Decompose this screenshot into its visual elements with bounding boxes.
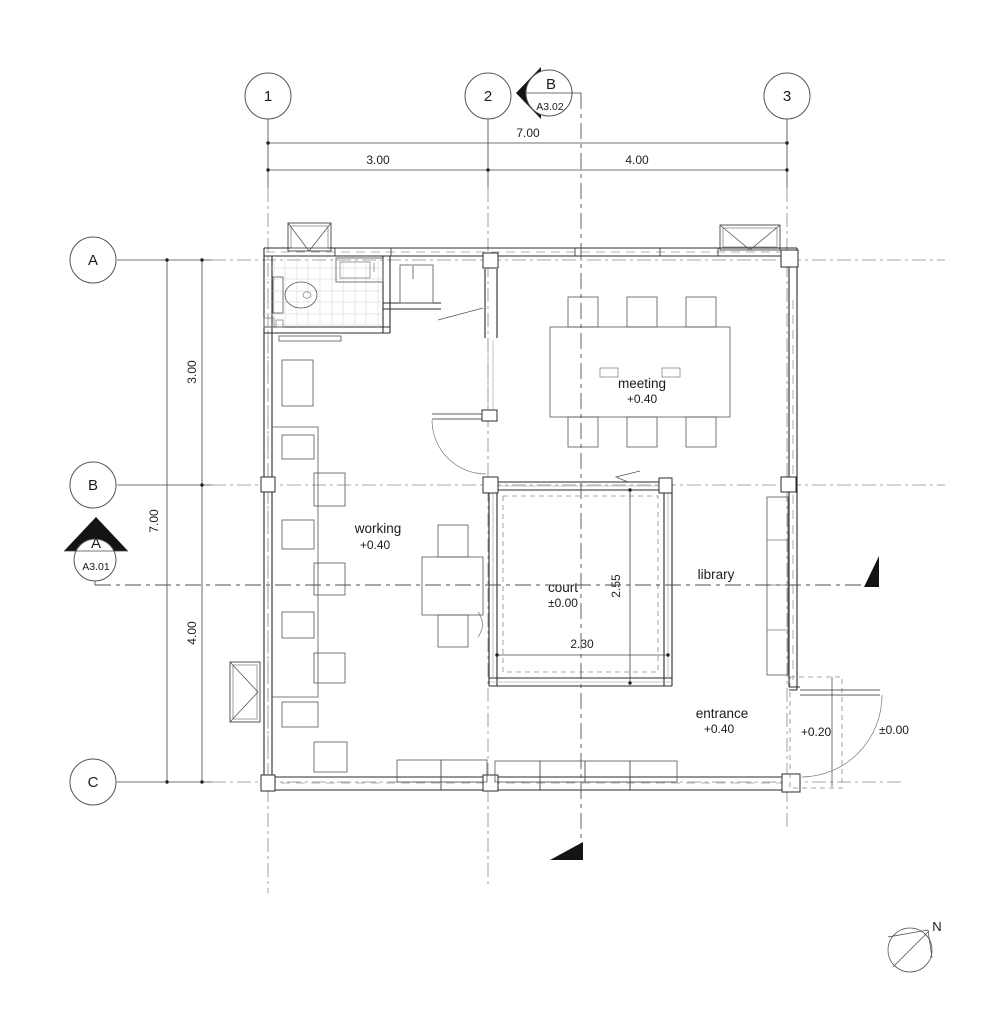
grid-bubbles: 1 2 3 A B C <box>69 72 811 806</box>
section-a-sheet: A3.01 <box>82 561 110 573</box>
grid-bubble-b: B <box>88 477 98 494</box>
dim-span-a-b: 3.00 <box>185 360 199 384</box>
interior-door-swing <box>431 419 487 475</box>
kitchen-sink <box>399 264 434 304</box>
section-line-a: A A3.01 <box>64 517 879 587</box>
dim-span-b-c: 4.00 <box>185 621 199 645</box>
chair <box>437 524 469 558</box>
meeting-chair <box>567 296 599 328</box>
entrance-porch <box>789 676 843 789</box>
court-walls: 2.55 2.30 <box>488 481 673 687</box>
room-label-court: court <box>548 580 578 595</box>
working-table <box>421 556 484 616</box>
interior-walls <box>264 256 498 475</box>
level-ground: ±0.00 <box>879 723 909 737</box>
vent-icon <box>287 222 332 252</box>
vent-icon <box>719 224 781 251</box>
room-label-meeting: meeting <box>618 376 666 391</box>
section-a-letter: A <box>91 535 101 552</box>
north-label: N <box>932 919 941 934</box>
section-b-sheet: A3.02 <box>536 101 564 113</box>
desk <box>281 611 315 639</box>
meeting-chair <box>626 416 658 448</box>
meeting-room: meeting +0.40 <box>549 296 731 483</box>
room-label-library: library <box>698 567 735 582</box>
desk <box>281 701 319 728</box>
bath-sink <box>339 261 371 279</box>
kitchen-door-leaf <box>437 307 484 321</box>
bath-counter <box>335 257 384 283</box>
meeting-chair <box>685 296 717 328</box>
section-arrow-icon <box>550 842 583 860</box>
chair <box>437 614 469 648</box>
chair <box>313 562 346 596</box>
level-change-arrow <box>614 470 641 483</box>
north-arrow-circle <box>887 927 933 973</box>
chair <box>313 652 346 684</box>
toilet-icon <box>284 281 318 309</box>
room-level-entrance: +0.40 <box>704 722 735 736</box>
section-line-b: B A3.02 <box>516 67 583 860</box>
toilet-cistern <box>272 276 284 314</box>
section-a-arrow-icon <box>64 517 128 551</box>
room-level-court: ±0.00 <box>548 596 578 610</box>
meeting-chair <box>685 416 717 448</box>
working-area: working +0.40 <box>272 359 484 773</box>
entrance-door-leaf <box>800 689 880 696</box>
dim-court-width: 2.30 <box>570 637 594 651</box>
dim-court-height: 2.55 <box>609 574 623 598</box>
court-roof-overhang <box>502 495 659 673</box>
grid-bubble-2: 2 <box>484 88 492 105</box>
grid-bubble-1: 1 <box>264 88 272 105</box>
section-arrow-icon <box>864 556 879 587</box>
room-level-meeting: +0.40 <box>627 392 658 406</box>
dimension-lines: 7.00 3.00 4.00 7.00 3.00 4.00 <box>147 126 789 784</box>
desk <box>539 760 586 783</box>
meeting-chair <box>626 296 658 328</box>
desk <box>396 759 442 783</box>
kitchen <box>399 264 434 304</box>
desk <box>629 760 678 783</box>
meeting-chair <box>567 416 599 448</box>
north-arrow: N <box>887 919 942 973</box>
level-porch: +0.20 <box>801 725 832 739</box>
exterior-walls <box>263 247 800 791</box>
dim-span-1-2: 3.00 <box>366 153 390 167</box>
library: library <box>698 496 789 676</box>
desk <box>584 760 631 783</box>
vent-icon <box>229 661 261 723</box>
working-bench <box>272 426 319 698</box>
chair <box>313 741 348 773</box>
grid-bubble-3: 3 <box>783 88 791 105</box>
desk <box>281 519 315 550</box>
section-b-letter: B <box>546 76 556 93</box>
bathroom <box>263 256 384 328</box>
entrance-door-swing <box>801 694 883 778</box>
bathroom-sliding-door <box>278 335 342 342</box>
dim-total-height: 7.00 <box>147 509 161 533</box>
desk <box>440 759 488 783</box>
desk <box>281 359 314 407</box>
room-label-entrance: entrance <box>696 706 749 721</box>
grid-bubble-c: C <box>88 774 99 791</box>
library-shelf <box>766 496 789 676</box>
desk <box>281 434 315 460</box>
room-label-working: working <box>354 521 402 536</box>
desk <box>494 760 541 783</box>
floor-drain <box>263 317 275 328</box>
entrance-area: entrance +0.40 +0.20 ±0.00 <box>696 676 909 789</box>
bottom-desk-row <box>396 759 678 783</box>
dim-total-width: 7.00 <box>516 126 540 140</box>
chair <box>313 472 346 507</box>
room-level-working: +0.40 <box>360 538 391 552</box>
grid-bubble-a: A <box>88 252 98 269</box>
interior-door-leaf <box>432 413 487 420</box>
dim-span-2-3: 4.00 <box>625 153 649 167</box>
roof-vents <box>229 222 781 723</box>
columns <box>260 249 801 793</box>
